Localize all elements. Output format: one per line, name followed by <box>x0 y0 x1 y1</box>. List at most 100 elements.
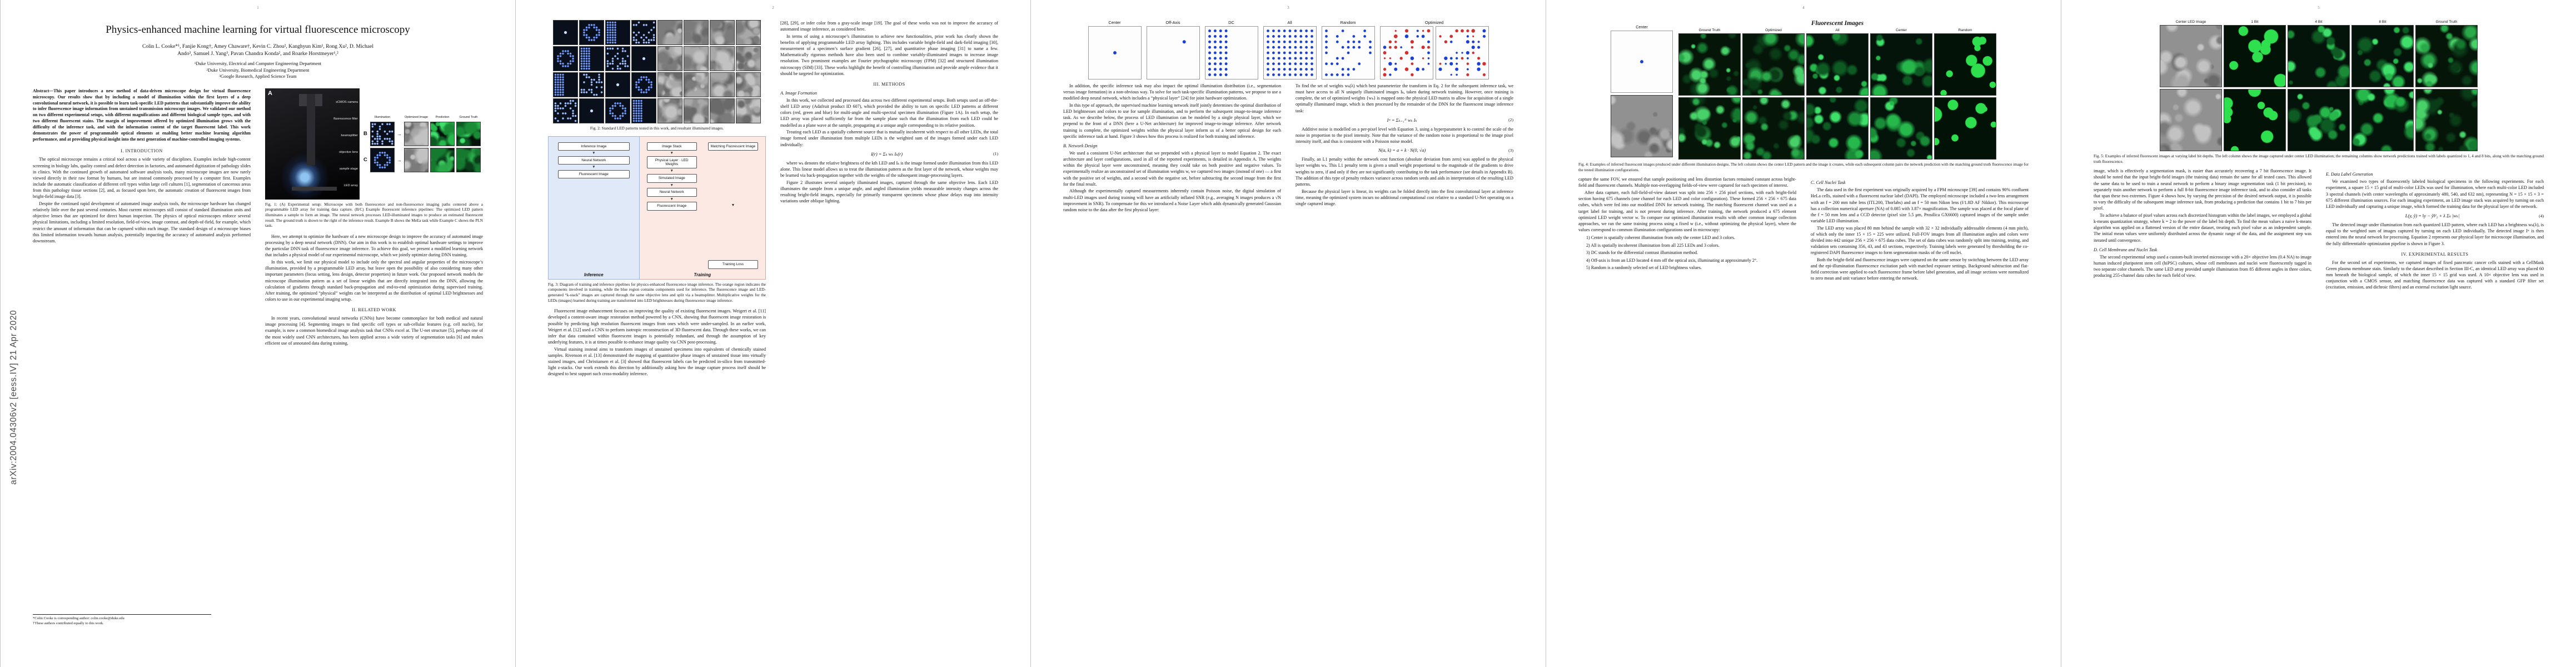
led-pattern-thumb <box>579 46 604 71</box>
page4-column-left: capture the same FOV, we ensured that sa… <box>1578 176 1796 282</box>
affiliations: ¹Duke University, Electrical and Compute… <box>33 61 483 80</box>
illuminated-image-thumb <box>684 46 709 71</box>
down-arrow-icon: ▼ <box>670 151 674 155</box>
prediction-thumb <box>430 121 455 146</box>
down-arrow-icon: ▼ <box>731 203 735 208</box>
fluorescence-thumb <box>2415 89 2478 151</box>
illuminated-image-thumb <box>657 20 682 45</box>
figure-4-caption: Fig. 4: Examples of inferred fluorescent… <box>1578 162 2029 172</box>
list-item: 4) Off-axis is from an LED located 4 mm … <box>1586 257 1758 263</box>
section-heading: I. INTRODUCTION <box>121 148 163 154</box>
fig1-header: Ground Truth <box>459 115 478 119</box>
sample-stage-shape <box>291 186 337 191</box>
subsection-heading: A. Image Formation <box>780 90 817 96</box>
paragraph: where wₖ denotes the relative brightness… <box>780 160 998 178</box>
pattern-label: Off-Axis <box>1165 20 1180 25</box>
down-arrow-icon: ▼ <box>670 197 674 201</box>
fluorescence-thumb <box>2351 25 2414 87</box>
paragraph: capture the same FOV, we ensured that sa… <box>1578 177 1796 188</box>
paragraph: Although the experimentally captured mea… <box>1063 188 1281 212</box>
panel-label-a: A <box>268 89 272 97</box>
illuminated-image-thumb <box>710 20 735 45</box>
led-pattern-thumb <box>1611 31 1673 93</box>
captured-image-thumb <box>1611 95 1673 157</box>
fluorescence-thumb <box>1870 97 1932 160</box>
page1-right-text: Here, we attempt to optimize the hardwar… <box>265 233 483 346</box>
fig4-input-column: Center <box>1611 24 1673 160</box>
subsection-heading: E. Data Label Generation <box>2326 172 2373 177</box>
paragraph: The LED array was placed 80 mm behind th… <box>1811 225 2029 256</box>
fig5-col-label: 1 Bit <box>2251 20 2259 24</box>
fig4-col-label: Random <box>1958 28 1972 32</box>
equation: Iʷ = Σₖ₌₁ᴺ wₖ Iₖ(2) <box>1387 117 1513 123</box>
equation: L(y, ŷ) = ‖y − ŷ‖²₂ + λ Σₖ |wₖ|(4) <box>2405 213 2544 219</box>
list-item: 3) DC stands for the differential contra… <box>1586 250 1698 256</box>
list-item: 1) Center is spatially coherent illumina… <box>1586 235 1735 241</box>
fig5-col-label: Center LED Image <box>2175 20 2206 24</box>
ground-truth-thumb <box>456 121 481 146</box>
illuminated-image-thumb <box>657 46 682 71</box>
fig1-row-b: B → <box>363 121 483 146</box>
paragraph: In this work, we collected and processed… <box>780 97 998 128</box>
fluorescence-thumb <box>2224 25 2286 87</box>
illuminated-image-thumb <box>736 20 761 45</box>
led-pattern-figure: Center Off-Axis DC All Random Optimized <box>1063 20 1513 79</box>
down-arrow-icon: ▼ <box>670 169 674 173</box>
led-pattern-grid <box>548 20 766 123</box>
paragraph: Figure 2 illustrates several uniquely il… <box>780 180 998 204</box>
author-line: Colin L. Cooke*¹, Fanjie Kong†, Amey Cha… <box>142 43 373 49</box>
paragraph: In this type of approach, the supervised… <box>1063 102 1281 139</box>
arrow-icon: → <box>397 131 402 137</box>
pattern-label: Center <box>1108 20 1121 25</box>
diagram-box: Physical Layer · LED Weights <box>646 156 697 169</box>
author-list: Colin L. Cooke*¹, Fanjie Kong†, Amey Cha… <box>33 43 483 58</box>
footnote-line: †These authors contributed equally to th… <box>33 621 104 625</box>
led-pattern-thumb <box>631 72 656 97</box>
page3-column-right: To find the set of weights wₖ(λ) which b… <box>1296 83 1513 213</box>
optimized-pattern-panel <box>1435 26 1489 79</box>
illuminated-image-thumb <box>684 98 709 123</box>
captured-image-thumb <box>2160 89 2222 151</box>
paragraph: image, which is effectively a segmentati… <box>2094 168 2311 211</box>
fluorescence-thumb <box>1678 33 1741 96</box>
list-item: 2) All is spatially incoherent illuminat… <box>1586 242 1720 248</box>
captured-image-thumb <box>404 121 428 146</box>
fig4-title: Fluorescent Images <box>1811 20 1864 27</box>
paragraph: Virtual staining instead aims to transfo… <box>548 346 766 377</box>
down-arrow-icon: ▼ <box>670 183 674 187</box>
photo-annotation: beamsplitter <box>341 133 358 137</box>
illuminated-image-thumb <box>684 72 709 97</box>
affiliation: ³Google Research, Applied Science Team <box>219 74 297 79</box>
fluorescence-thumb <box>2224 89 2286 151</box>
page1-column-left: Abstract—This paper introduces a new met… <box>33 88 251 626</box>
paragraph: Despite the continued rapid development … <box>33 201 251 243</box>
fluorescence-thumb <box>1742 33 1805 96</box>
fluorescence-thumb <box>2288 25 2350 87</box>
paragraph: In recent years, convolutional neural ne… <box>265 316 483 346</box>
diagram-box: Fluorescent Image <box>646 202 697 211</box>
page2-left-text: Fluorescent image enhancement focuses on… <box>548 308 766 377</box>
numbered-list: 1) Center is spatially coherent illumina… <box>1586 235 1796 271</box>
page-1: 1 Physics-enhanced machine learning for … <box>0 0 515 667</box>
paragraph: Treating each LED as a spatially coheren… <box>780 130 998 147</box>
paragraph: The detected image under illumination fr… <box>2326 222 2544 246</box>
paragraph: The data used in the first experiment wa… <box>1811 187 2029 224</box>
arxiv-stamp: arXiv:2004.04306v2 [eess.IV] 21 Apr 2020 <box>9 310 18 485</box>
subsection-heading: D. Cell Membrane and Nuclei Task <box>2094 247 2158 252</box>
page-number: 1 <box>257 6 259 10</box>
led-pattern-thumb <box>579 98 604 123</box>
paper-header: Physics-enhanced machine learning for vi… <box>33 23 483 80</box>
led-pattern-thumb <box>370 147 395 172</box>
photo-annotation: sCMOS camera <box>336 100 358 104</box>
led-pattern-thumb <box>579 20 604 45</box>
paragraph: The optical microscope remains a critica… <box>33 157 251 200</box>
pattern-label: Optimized <box>1424 20 1444 25</box>
photo-annotation: sample stage <box>339 167 358 171</box>
led-pattern-thumb <box>605 72 630 97</box>
fig4-result-grid: Fluorescent Images Ground Truth Optimize… <box>1678 20 1996 160</box>
diagram-box: Neural Network <box>646 188 697 197</box>
paragraph: In terms of using a microscope’s illumin… <box>780 33 998 76</box>
fig5-col-label: 8 Bit <box>2379 20 2386 24</box>
fig1-row-c: C → <box>363 147 483 172</box>
fig4-column-labels: Ground Truth Optimized All Center Random <box>1678 28 1996 32</box>
